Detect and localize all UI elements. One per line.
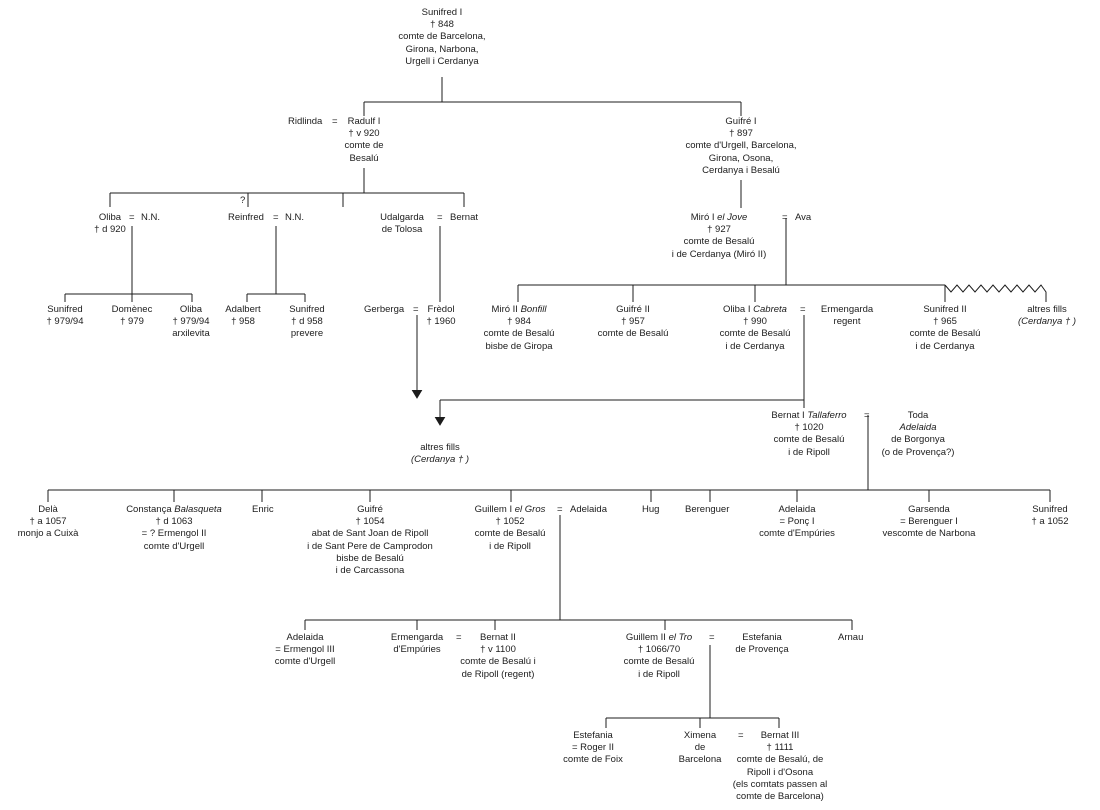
marriage-sign: =	[437, 212, 443, 223]
person-guifre-i: Guifré I † 897 comte d'Urgell, Barcelona…	[685, 116, 797, 176]
person-nn-2: N.N.	[285, 212, 304, 223]
person-miro-ii: Miró II Bonfill † 984 comte de Besalú bi…	[483, 304, 555, 352]
marriage-sign: =	[800, 304, 806, 315]
person-adelaida-wife: Adelaida	[570, 504, 607, 515]
person-estefania-foix: Estefania = Roger II comte de Foix	[563, 730, 623, 766]
marriage-sign: =	[557, 504, 563, 515]
person-reinfred: Reinfred	[228, 212, 264, 223]
person-ermengarda-regent: Ermengarda regent	[820, 304, 874, 328]
person-domenec: Domènec † 979	[111, 304, 153, 328]
marriage-sign: =	[709, 632, 715, 643]
person-arnau: Arnau	[838, 632, 864, 643]
person-bernat: Bernat	[450, 212, 478, 223]
person-bernat-iii: Bernat III † 1111 comte de Besalú, de Ri…	[732, 730, 828, 803]
person-guillem-i: Guillem I el Gros † 1052 comte de Besalú…	[474, 504, 546, 552]
person-bernat-i: Bernat I Tallaferro † 1020 comte de Besa…	[771, 410, 847, 458]
person-gerberga: Gerberga	[364, 304, 405, 315]
person-guillem-ii: Guillem II el Tro † 1066/70 comte de Bes…	[623, 632, 695, 680]
person-adelaida-empuries: Adelaida = Ponç I comte d'Empúries	[759, 504, 835, 540]
person-ava: Ava	[795, 212, 812, 223]
person-radulf-i: Radulf I † v 920 comte de Besalú	[344, 116, 384, 164]
marriage-sign: =	[782, 212, 788, 223]
marriage-sign: =	[864, 410, 870, 421]
person-sunifred-ii: Sunifred II † 965 comte de Besalú i de C…	[909, 304, 981, 352]
person-sunifred-1052: Sunifred † a 1052	[1031, 504, 1069, 528]
marriage-sign: =	[413, 304, 419, 315]
marriage-sign: =	[738, 730, 744, 741]
person-oliba-i: Oliba I Cabreta † 990 comte de Besalú i …	[719, 304, 791, 352]
person-dela: Delà † a 1057 monjo a Cuixà	[17, 504, 79, 540]
person-berenguer: Berenguer	[685, 504, 730, 515]
marriage-sign: =	[332, 116, 338, 127]
uncertain-mark: ?	[240, 195, 246, 206]
person-sunifred-i: Sunifred I † 848 comte de Barcelona, Gir…	[398, 7, 486, 67]
person-guifre-bisbe: Guifré † 1054 abat de Sant Joan de Ripol…	[307, 504, 433, 577]
person-sunifred-979: Sunifred † 979/94	[46, 304, 84, 328]
person-garsenda: Garsenda = Berenguer I vescomte de Narbo…	[882, 504, 976, 540]
person-bernat-ii: Bernat II † v 1100 comte de Besalú i de …	[460, 632, 536, 680]
person-oliba: Oliba † d 920	[94, 212, 126, 236]
person-miro-i: Miró I el Jove † 927 comte de Besalú i d…	[671, 212, 767, 260]
altres-fills-cerdanya: altres fills (Cerdanya † )	[1017, 304, 1077, 328]
person-constanca: Constança Balasqueta † d 1063 = ? Ermeng…	[126, 504, 222, 552]
marriage-sign: =	[273, 212, 279, 223]
person-enric: Enric	[252, 504, 274, 515]
person-ermengarda-empuries: Ermengarda d'Empúries	[390, 632, 444, 656]
person-hug: Hug	[642, 504, 660, 515]
person-ridlinda: Ridlinda	[288, 116, 323, 127]
person-ximena: Ximena de Barcelona	[678, 730, 722, 766]
person-guifre-ii: Guifré II † 957 comte de Besalú	[597, 304, 669, 340]
person-sunifred-prevere: Sunifred † d 958 prevere	[289, 304, 325, 340]
altres-fills-arrow-target: altres fills (Cerdanya † )	[410, 442, 470, 466]
person-nn-1: N.N.	[141, 212, 160, 223]
marriage-sign: =	[129, 212, 135, 223]
person-estefania-provenca: Estefania de Provença	[735, 632, 789, 656]
person-adalbert: Adalbert † 958	[225, 304, 261, 328]
marriage-sign: =	[456, 632, 462, 643]
person-adelaida-urgell: Adelaida = Ermengol III comte d'Urgell	[274, 632, 336, 668]
person-oliba-arxilevita: Oliba † 979/94 arxilevita	[172, 304, 210, 340]
person-toda: Toda Adelaida de Borgonya (o de Provença…	[881, 410, 955, 458]
person-udalgarda: Udalgarda de Tolosa	[380, 212, 424, 236]
person-fredol: Frèdol † 1960	[426, 304, 456, 328]
